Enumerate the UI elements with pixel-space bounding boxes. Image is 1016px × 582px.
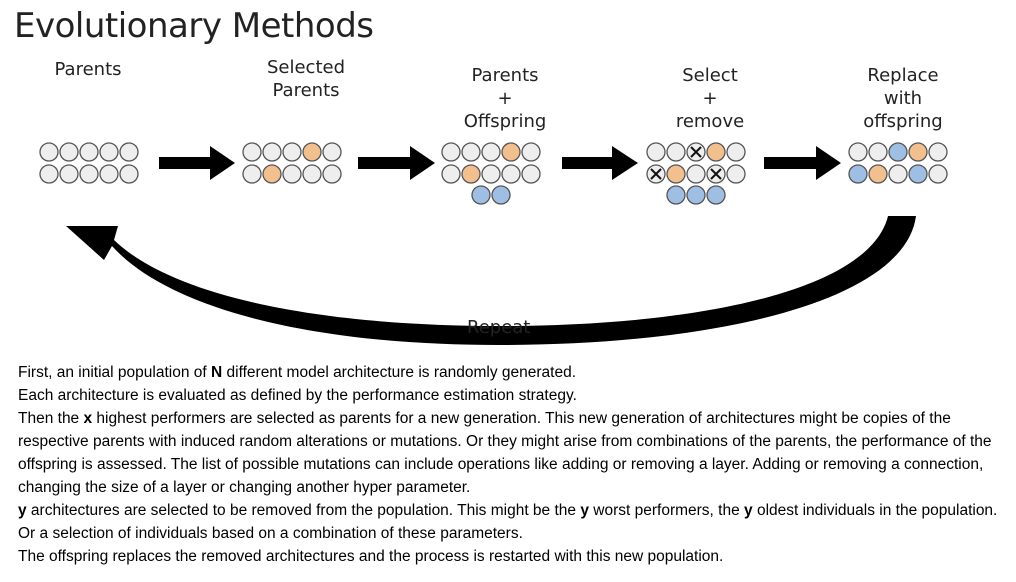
individual-circle bbox=[282, 142, 302, 162]
individual-circle bbox=[282, 164, 302, 184]
individual-circle bbox=[928, 142, 948, 162]
stage-label-line: offspring bbox=[863, 111, 943, 132]
population-initial bbox=[39, 142, 139, 184]
remove-x-icon bbox=[650, 168, 662, 180]
parent-circle bbox=[666, 164, 686, 184]
individual-circle bbox=[322, 142, 342, 162]
stage-label-line: with bbox=[883, 88, 923, 109]
offspring-circle bbox=[686, 185, 706, 205]
individual-circle bbox=[501, 164, 521, 184]
description-text: First, an initial population of N differ… bbox=[18, 361, 1008, 568]
individual-circle bbox=[726, 164, 746, 184]
individual-circle bbox=[868, 142, 888, 162]
offspring-circle bbox=[888, 142, 908, 162]
individual-circle bbox=[59, 142, 79, 162]
stage-label-line: Offspring bbox=[463, 111, 547, 132]
population-selected-parents bbox=[242, 142, 342, 184]
individual-circle bbox=[686, 164, 706, 184]
arrow-right-icon bbox=[764, 146, 841, 180]
parent-circle bbox=[501, 142, 521, 162]
individual-circle bbox=[39, 164, 59, 184]
bold-term: y bbox=[580, 502, 589, 519]
populations bbox=[39, 142, 948, 205]
bold-term: y bbox=[18, 502, 27, 519]
description-paragraph: Then the x highest performers are select… bbox=[18, 410, 992, 496]
stage-label-select-remove: Select + remove bbox=[655, 64, 765, 133]
bold-term: N bbox=[211, 364, 223, 381]
individual-circle bbox=[119, 142, 139, 162]
arrow-right-icon bbox=[159, 146, 235, 180]
individual-circle bbox=[59, 164, 79, 184]
bold-term: y bbox=[744, 502, 753, 519]
repeat-arrow-icon bbox=[66, 216, 916, 345]
offspring-circle bbox=[471, 185, 491, 205]
individual-circle bbox=[888, 164, 908, 184]
remove-x-icon bbox=[710, 168, 722, 180]
offspring-circle bbox=[706, 185, 726, 205]
stage-label-line: + bbox=[497, 88, 513, 109]
remove-x-icon bbox=[690, 146, 702, 158]
parent-circle bbox=[461, 164, 481, 184]
stage-label-selected-parents: Selected Parents bbox=[256, 56, 356, 102]
flow-arrows bbox=[159, 146, 841, 180]
description-paragraph: The offspring replaces the removed archi… bbox=[18, 548, 724, 565]
stage-label-line: Parents bbox=[54, 59, 122, 80]
parent-circle bbox=[908, 142, 928, 162]
individual-circle bbox=[242, 164, 262, 184]
individual-circle bbox=[322, 164, 342, 184]
evolution-diagram bbox=[39, 142, 948, 345]
individual-circle bbox=[461, 142, 481, 162]
individual-circle bbox=[441, 164, 461, 184]
description-paragraph: y architectures are selected to be remov… bbox=[18, 502, 998, 542]
description-paragraph: First, an initial population of N differ… bbox=[18, 364, 577, 381]
individual-circle bbox=[848, 142, 868, 162]
individual-circle bbox=[39, 142, 59, 162]
individual-circle bbox=[726, 142, 746, 162]
individual-circle bbox=[99, 142, 119, 162]
individual-circle bbox=[79, 142, 99, 162]
offspring-circle bbox=[908, 164, 928, 184]
arrow-right-icon bbox=[358, 146, 435, 180]
stage-label-replace-offspring: Replace with offspring bbox=[848, 64, 958, 133]
population-replaced bbox=[848, 142, 948, 184]
parent-circle bbox=[706, 142, 726, 162]
arrow-right-icon bbox=[562, 146, 638, 180]
individual-circle bbox=[481, 164, 501, 184]
repeat-label: Repeat bbox=[467, 317, 531, 338]
individual-circle bbox=[521, 164, 541, 184]
individual-circle bbox=[119, 164, 139, 184]
parent-circle bbox=[868, 164, 888, 184]
offspring-circle bbox=[666, 185, 686, 205]
page-title: Evolutionary Methods bbox=[14, 6, 374, 46]
individual-circle bbox=[521, 142, 541, 162]
offspring-circle bbox=[848, 164, 868, 184]
individual-circle bbox=[302, 164, 322, 184]
description-paragraph: Each architecture is evaluated as define… bbox=[18, 387, 577, 404]
bold-term: x bbox=[83, 410, 93, 427]
individual-circle bbox=[242, 142, 262, 162]
stage-label-line: Select bbox=[682, 65, 738, 86]
individual-circle bbox=[666, 142, 686, 162]
individual-circle bbox=[441, 142, 461, 162]
individual-circle bbox=[928, 164, 948, 184]
population-parents-offspring bbox=[441, 142, 541, 205]
individual-circle bbox=[79, 164, 99, 184]
individual-circle bbox=[481, 142, 501, 162]
stage-label-line: Replace bbox=[867, 65, 939, 86]
individual-circle bbox=[99, 164, 119, 184]
stage-label-line: remove bbox=[675, 111, 745, 132]
stage-label-parents-offspring: Parents + Offspring bbox=[445, 64, 565, 133]
stage-label-line: Selected bbox=[266, 57, 346, 78]
offspring-circle bbox=[491, 185, 511, 205]
stage-label-parents: Parents bbox=[38, 58, 138, 81]
parent-circle bbox=[262, 164, 282, 184]
population-select-remove bbox=[646, 142, 746, 205]
stage-label-line: Parents bbox=[471, 65, 539, 86]
parent-circle bbox=[302, 142, 322, 162]
individual-circle bbox=[262, 142, 282, 162]
stage-label-line: + bbox=[702, 88, 718, 109]
individual-circle bbox=[646, 142, 666, 162]
stage-label-line: Parents bbox=[272, 80, 340, 101]
